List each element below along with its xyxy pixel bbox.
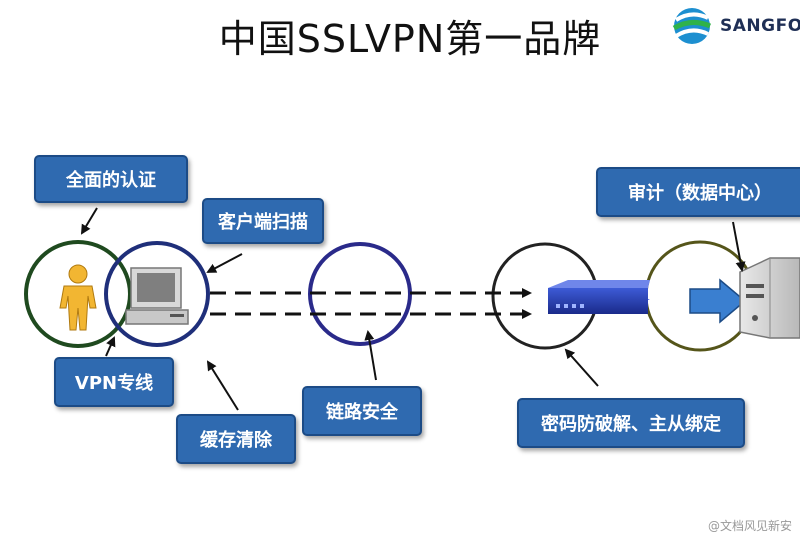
callout-arrow-scan xyxy=(206,253,243,273)
callout-arrow-auth xyxy=(80,207,98,235)
label-link-security: 链路安全 xyxy=(302,386,422,436)
server-icon xyxy=(739,257,800,339)
label-auth: 全面的认证 xyxy=(34,155,188,203)
callout-arrow-cache xyxy=(206,360,239,411)
logo-text: SANGFOR xyxy=(720,16,800,36)
watermark: @文档风见新安 xyxy=(707,519,792,533)
sangfor-logo: SANGFOR xyxy=(670,6,800,46)
label-vpn-line: VPN专线 xyxy=(54,357,174,407)
page-title: 中国SSLVPN第一品牌 xyxy=(218,17,602,61)
label-cache-clear: 缓存清除 xyxy=(176,414,296,464)
data-flow-arrow-icon xyxy=(689,278,747,324)
computer-icon xyxy=(125,267,189,325)
callout-arrow-audit xyxy=(732,221,746,272)
user-figure-icon xyxy=(59,264,97,331)
label-password-protect: 密码防破解、主从绑定 xyxy=(517,398,745,448)
vpn-gateway-device-icon xyxy=(548,280,650,314)
callout-arrow-vpn xyxy=(105,336,116,357)
sangfor-globe-icon xyxy=(672,8,712,44)
label-audit: 审计（数据中心） xyxy=(596,167,800,217)
callout-arrow-link xyxy=(364,330,377,381)
callout-arrow-password xyxy=(564,348,599,387)
user-circle xyxy=(24,240,132,348)
client-circle xyxy=(104,241,210,347)
label-client-scan: 客户端扫描 xyxy=(202,198,324,244)
